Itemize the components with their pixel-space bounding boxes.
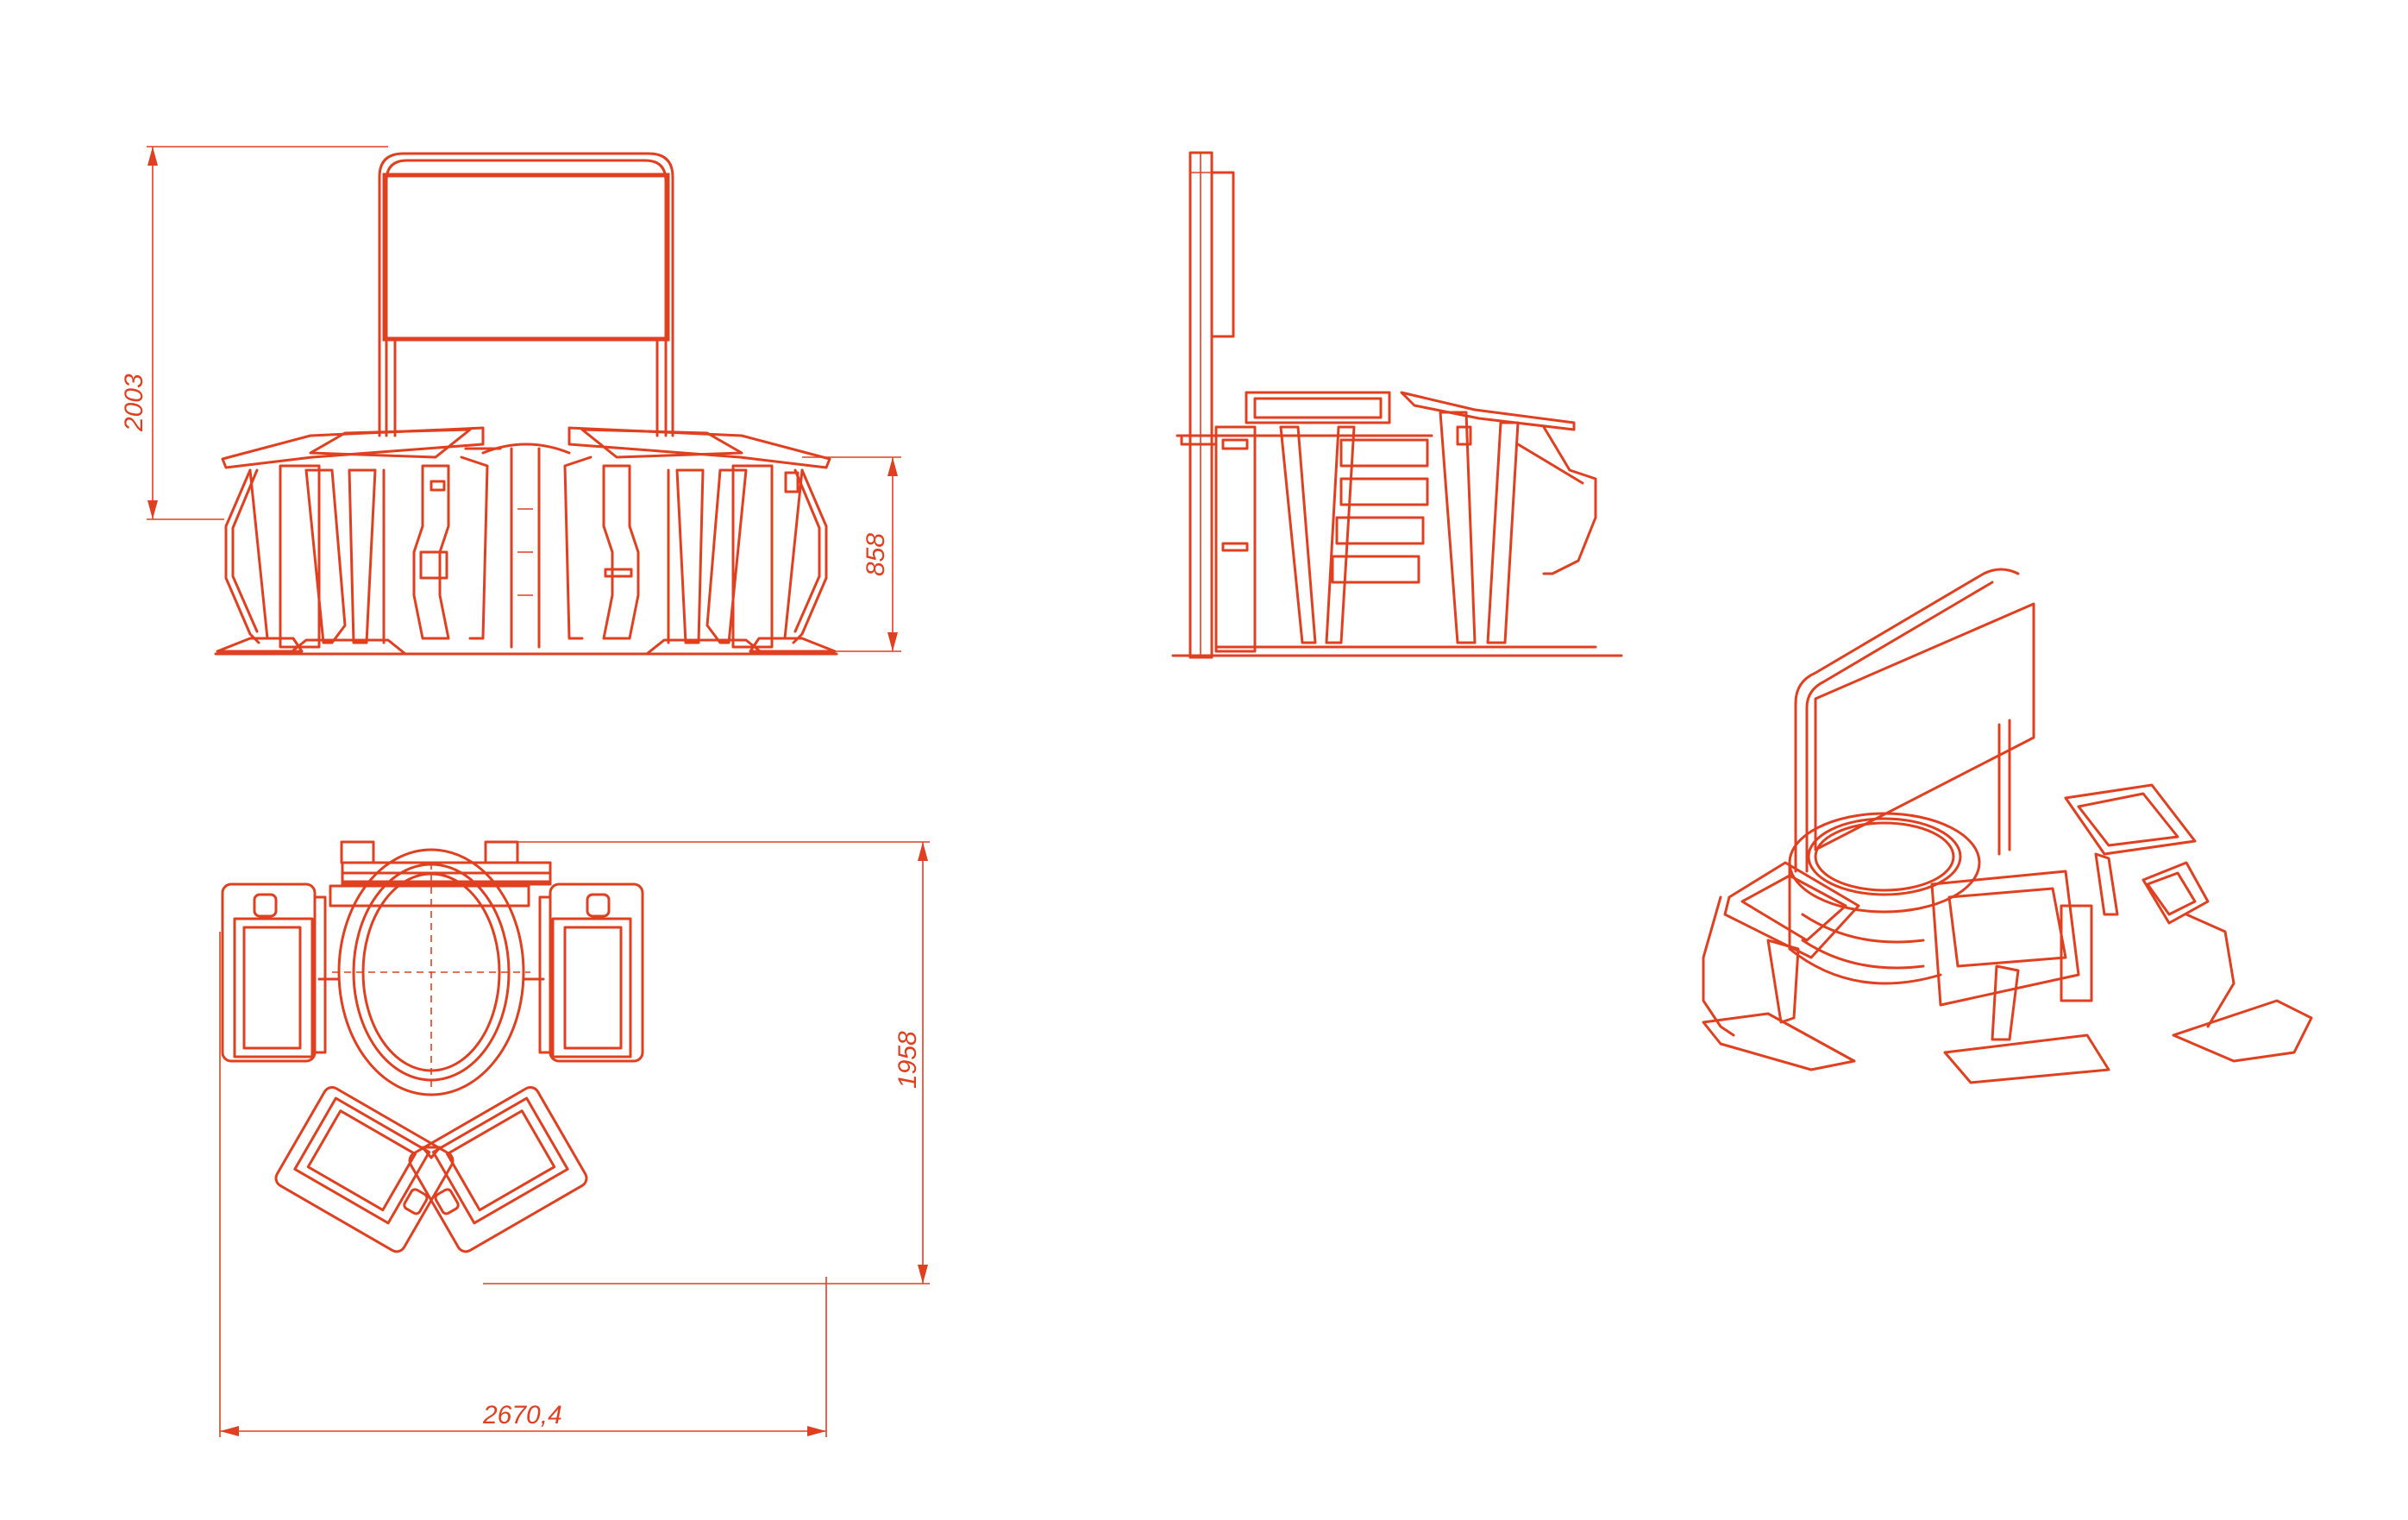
iso-central-ring xyxy=(1788,812,1981,985)
top-station-left xyxy=(221,882,327,1063)
right-gaming-stations xyxy=(563,426,831,649)
front-view: 2003 858 xyxy=(120,146,901,656)
side-station-front xyxy=(1400,391,1597,644)
top-station-bottom-left xyxy=(274,1086,455,1253)
dimension-1958: 1958 xyxy=(483,841,930,1284)
center-column xyxy=(481,443,571,649)
top-station-bottom-right xyxy=(408,1086,588,1253)
side-view xyxy=(1171,151,1623,659)
dimension-858: 858 xyxy=(802,456,901,652)
dimension-label-2670-4: 2670,4 xyxy=(482,1401,562,1429)
central-ring xyxy=(317,848,545,1096)
display-tower xyxy=(378,152,674,437)
dimension-2670-4: 2670,4 xyxy=(219,932,827,1437)
dimension-label-2003: 2003 xyxy=(120,374,148,432)
isometric-view xyxy=(1702,568,2313,1084)
left-gaming-stations xyxy=(221,426,502,649)
top-station-right xyxy=(538,882,644,1063)
iso-display-tower xyxy=(1794,568,2035,873)
iso-station-front xyxy=(1930,870,2110,1084)
side-base xyxy=(1171,645,1623,657)
front-base xyxy=(214,637,838,656)
side-station-rear xyxy=(1176,391,1433,653)
iso-station-left xyxy=(1702,861,1860,1071)
dimension-label-1958: 1958 xyxy=(894,1031,922,1089)
top-view: 1958 2670,4 xyxy=(219,840,930,1437)
dimension-label-858: 858 xyxy=(862,533,890,576)
dimension-2003: 2003 xyxy=(120,146,388,520)
side-tower xyxy=(1188,151,1235,659)
top-rail xyxy=(329,840,552,908)
iso-station-right xyxy=(2064,783,2313,1063)
